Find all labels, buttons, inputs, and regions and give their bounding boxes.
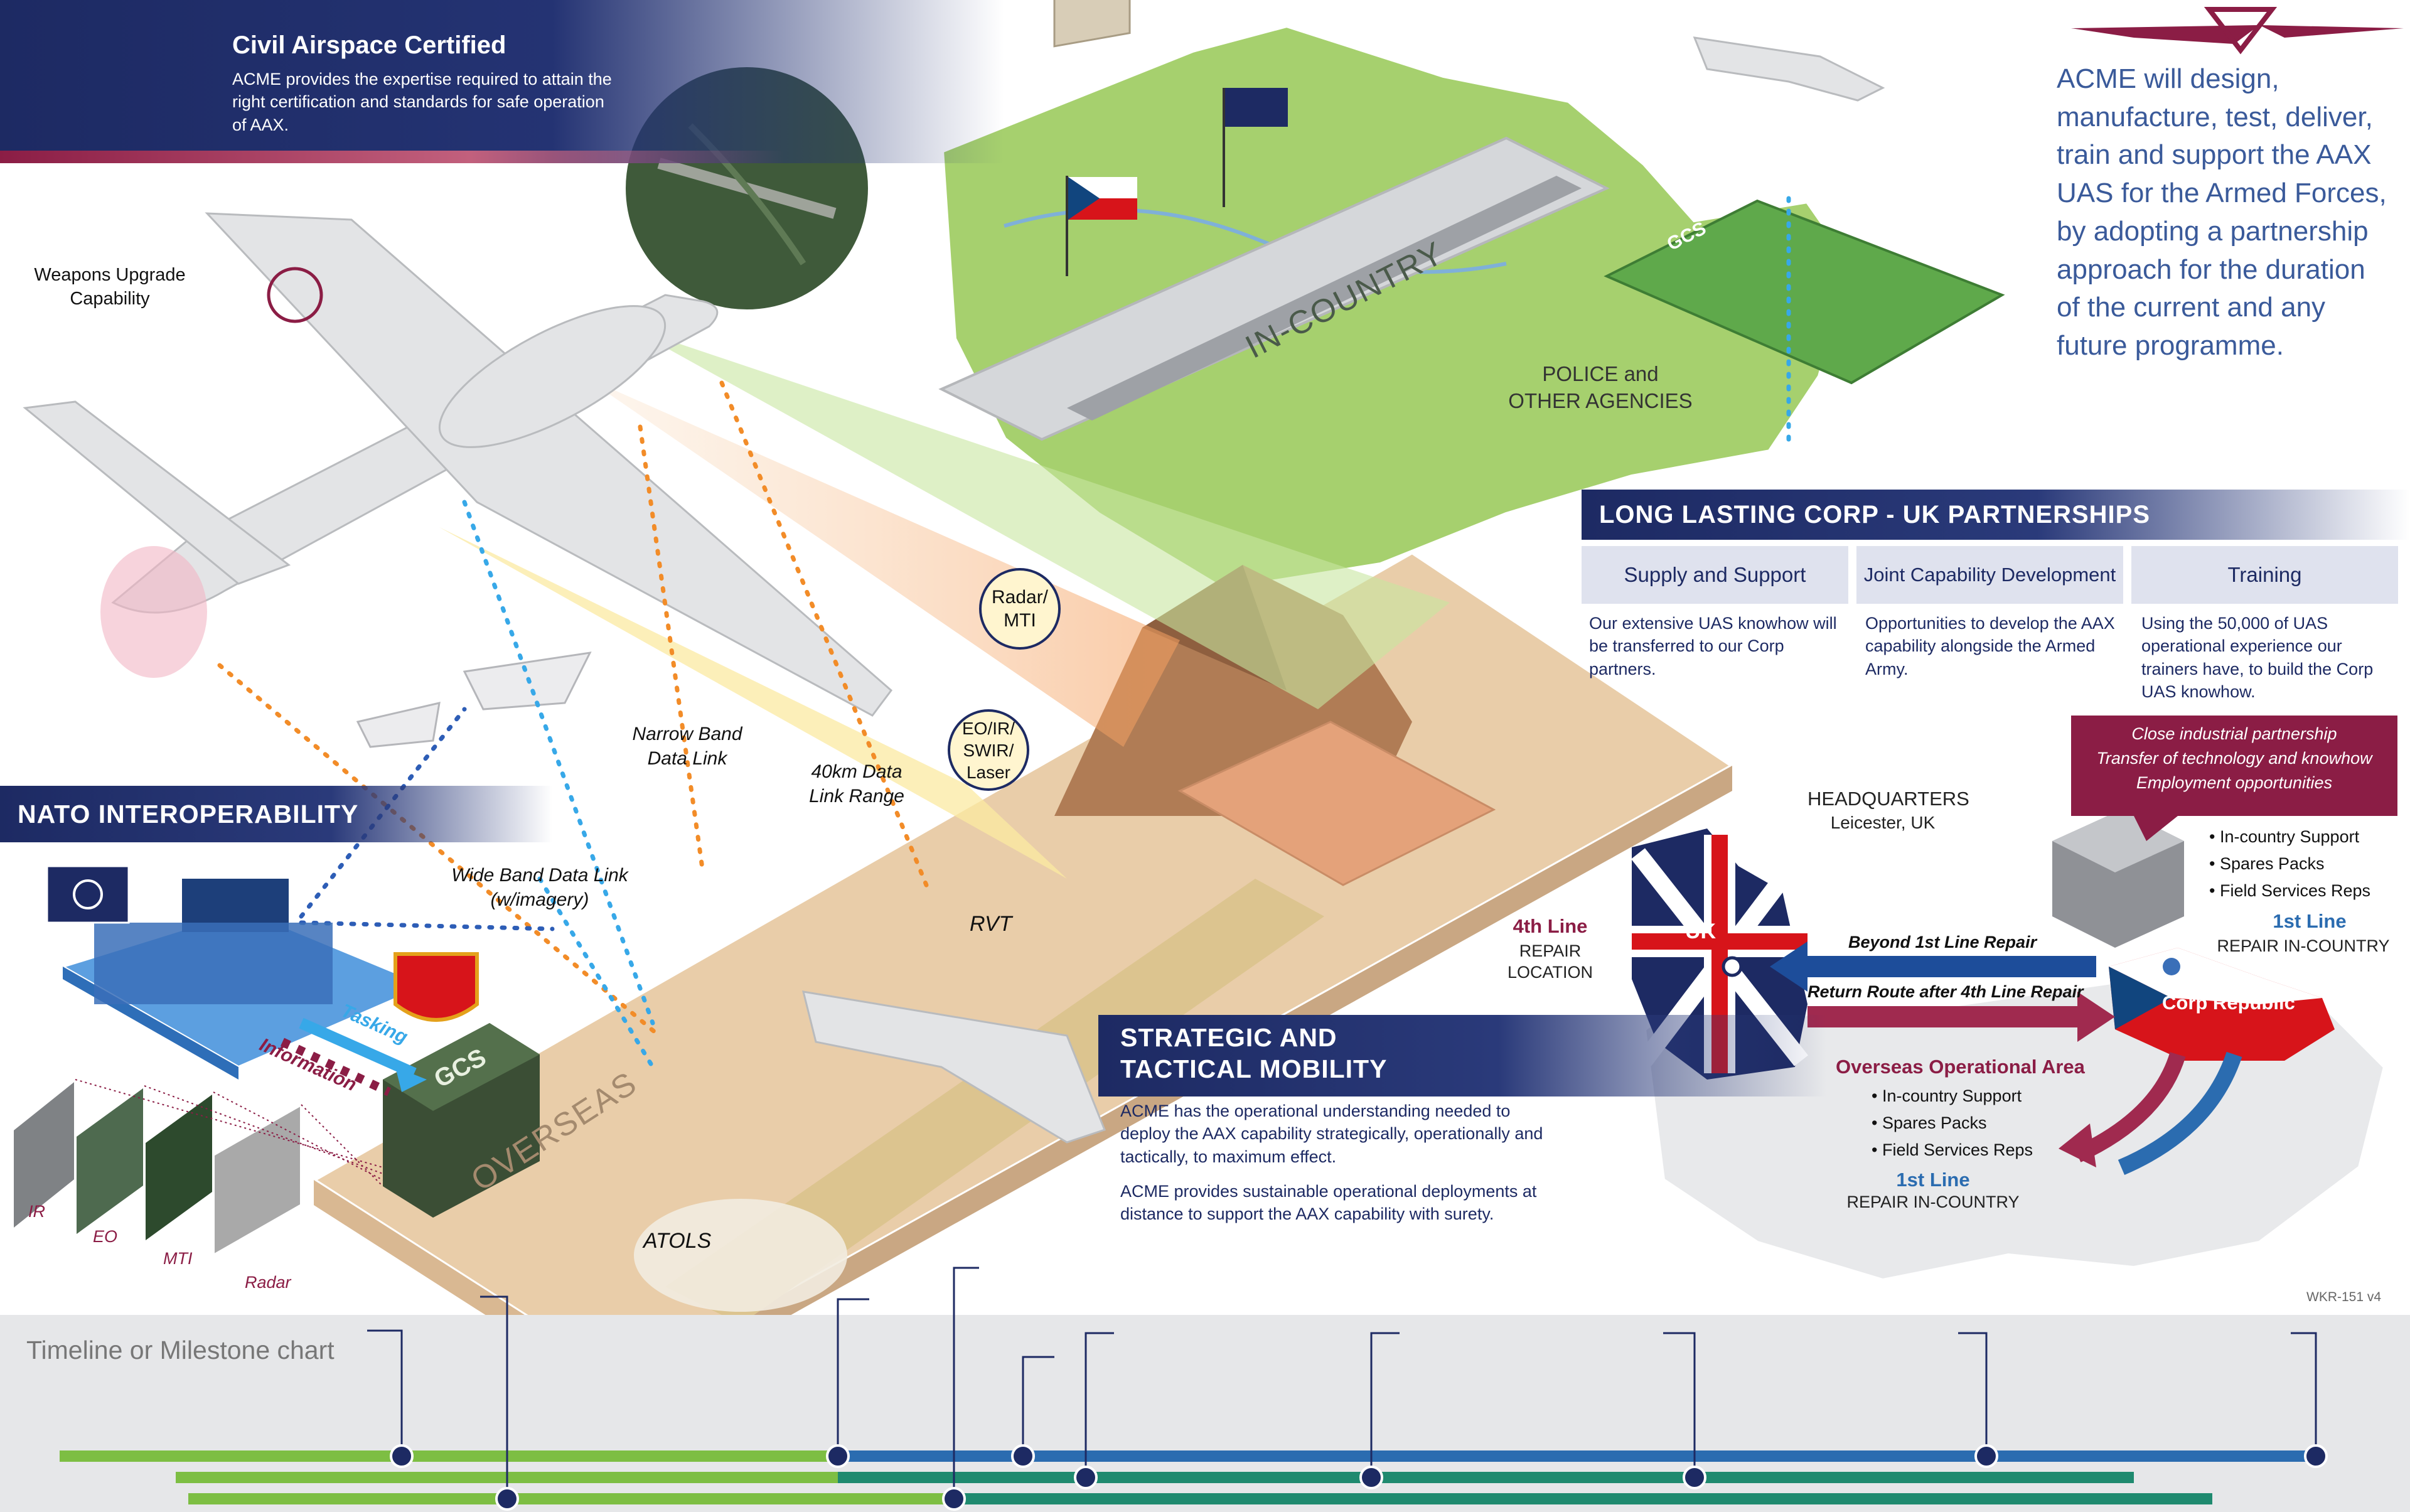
corp-support-item: Field Services Reps [2209,877,2370,904]
corp-republic-label: Corp Republic [2162,992,2295,1014]
feed-mti-label: MTI [163,1249,193,1268]
wide-band-label: Wide Band Data Link (w/imagery) [451,865,628,910]
overseas-support-list: In-country Support Spares Packs Field Se… [1872,1083,2033,1164]
tab-supply-support: Supply and Support [1582,546,1848,604]
overseas-area-title: Overseas Operational Area [1836,1056,2085,1078]
corp-support-item: In-country Support [2209,823,2370,850]
tab-joint-capability: Joint Capability Development [1856,546,2123,604]
range-label: 40km Data Link Range [809,761,904,807]
overseas-support-item: Spares Packs [1872,1110,2033,1137]
narrow-band-label: Narrow Band Data Link [632,724,742,769]
callout-line-3: Employment opportunities [2136,773,2333,793]
feed-eo-label: EO [93,1227,118,1246]
first-line-sublabel: REPAIR IN-COUNTRY [2217,936,2390,955]
callout-line-2: Transfer of technology and knowhow [2096,749,2372,768]
partnership-callout: Close industrial partnership Transfer of… [2074,722,2394,795]
hq-location: Leicester, UK [1830,813,1936,832]
corp-support-list: In-country Support Spares Packs Field Se… [2209,823,2370,905]
beyond-repair-label: Beyond 1st Line Repair [1848,933,2037,952]
fourth-line-label: 4th Line [1513,915,1588,937]
first-line-label: 1st Line [2273,910,2347,932]
hq-title: HEADQUARTERS [1808,788,1969,810]
mobility-paragraph-2: ACME provides sustainable operational de… [1120,1182,1537,1224]
fourth-line-location: LOCATION [1507,963,1593,982]
mobility-band [1098,1015,1826,1096]
police-label: POLICE and OTHER AGENCIES [1508,362,1693,412]
tab-training: Training [2131,546,2398,604]
training-text: Using the 50,000 of UAS operational expe… [2141,614,2374,702]
fourth-line-repair: REPAIR [1519,941,1582,960]
header-accent-line [0,151,785,163]
mobility-paragraph-1: ACME has the operational understanding n… [1120,1102,1543,1166]
feed-ir-label: IR [28,1202,45,1221]
return-route-label: Return Route after 4th Line Repair [1808,982,2084,1001]
overseas-support-item: In-country Support [1872,1083,2033,1110]
mobility-title-2: TACTICAL MOBILITY [1120,1054,1388,1083]
callout-line-1: Close industrial partnership [2131,724,2337,743]
timeline-title: Timeline or Milestone chart [26,1336,335,1365]
mission-statement: ACME will design, manufacture, test, del… [2057,63,2387,362]
corp-support-item: Spares Packs [2209,850,2370,877]
partnerships-title: LONG LASTING CORP - UK PARTNERSHIPS [1582,490,2410,540]
nato-title: NATO INTEROPERABILITY [0,786,552,842]
eo-ir-marker: EO/IR/ SWIR/ Laser [948,709,1029,791]
atols-label: ATOLS [643,1229,712,1253]
radar-mti-marker: Radar/ MTI [979,568,1061,650]
first-line-label-2: 1st Line [1896,1169,1970,1191]
first-line-sublabel-2: REPAIR IN-COUNTRY [1846,1193,2020,1211]
uk-label: UK [1685,920,1716,943]
weapons-upgrade-label: Weapons Upgrade Capability [34,265,186,309]
header-title: Civil Airspace Certified [232,31,506,59]
overseas-support-item: Field Services Reps [1872,1137,2033,1164]
joint-capability-text: Opportunities to develop the AAX capabil… [1865,614,2115,678]
supply-support-text: Our extensive UAS knowhow will be transf… [1589,614,1837,678]
version-label: WKR-151 v4 [2306,1290,2382,1304]
mobility-title-1: STRATEGIC AND [1120,1023,1337,1052]
header-band [0,0,1004,163]
rvt-label: RVT [970,912,1012,936]
header-body: ACME provides the expertise required to … [232,70,612,134]
feed-radar-label: Radar [245,1273,291,1292]
